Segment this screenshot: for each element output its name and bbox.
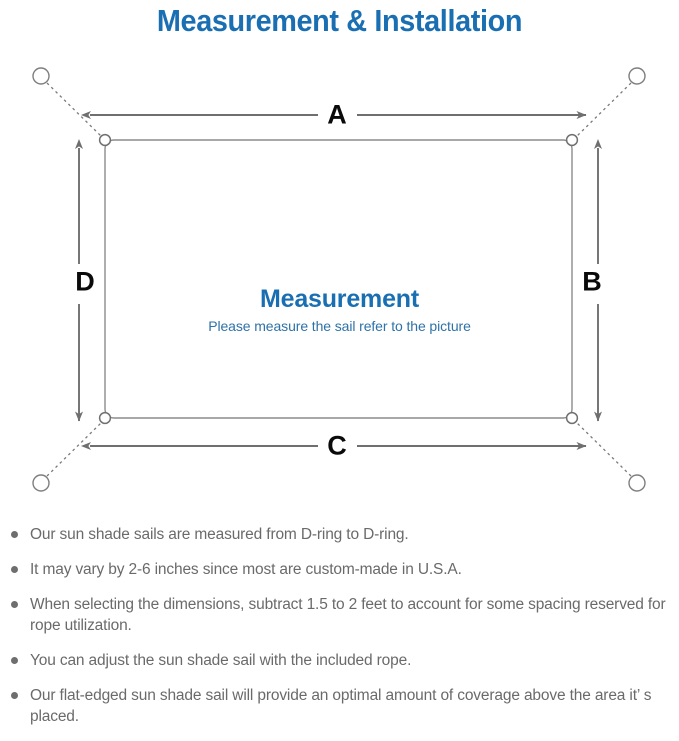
list-item: Our sun shade sails are measured from D-…: [0, 524, 679, 545]
page-title: Measurement & Installation: [156, 3, 523, 38]
rope-top-right: [576, 82, 632, 137]
bullet-icon: [11, 601, 18, 608]
d-ring-bottom-right: [565, 411, 579, 425]
anchor-top-left: [32, 67, 50, 85]
anchor-top-right: [628, 67, 646, 85]
note-text: Our flat-edged sun shade sail will provi…: [30, 687, 652, 725]
d-ring-top-right: [565, 133, 579, 147]
list-item: It may vary by 2-6 inches since most are…: [0, 559, 679, 580]
bullet-icon: [11, 657, 18, 664]
rope-top-left: [46, 82, 102, 137]
dimension-label-d: D: [75, 266, 95, 297]
measurement-diagram: Measurement Please measure the sail refe…: [0, 42, 679, 520]
bullet-icon: [11, 531, 18, 538]
rope-bottom-left: [46, 422, 102, 477]
dimension-label-c: C: [327, 430, 347, 461]
d-ring-top-left: [98, 133, 112, 147]
notes-list: Our sun shade sails are measured from D-…: [0, 524, 679, 741]
note-text: It may vary by 2-6 inches since most are…: [30, 561, 462, 578]
diagram-svg: [32, 67, 646, 492]
d-ring-bottom-left: [98, 411, 112, 425]
dimension-label-a: A: [327, 99, 347, 130]
anchor-bottom-right: [628, 474, 646, 492]
list-item: You can adjust the sun shade sail with t…: [0, 650, 679, 671]
rope-bottom-right: [576, 422, 632, 477]
dimension-label-b: B: [582, 266, 602, 297]
note-text: When selecting the dimensions, subtract …: [30, 596, 666, 634]
bullet-icon: [11, 692, 18, 699]
bullet-icon: [11, 566, 18, 573]
sail-rectangle: [104, 139, 573, 419]
list-item: When selecting the dimensions, subtract …: [0, 594, 679, 636]
note-text: Our sun shade sails are measured from D-…: [30, 526, 409, 543]
note-text: You can adjust the sun shade sail with t…: [30, 652, 412, 669]
anchor-bottom-left: [32, 474, 50, 492]
list-item: Our flat-edged sun shade sail will provi…: [0, 685, 679, 727]
